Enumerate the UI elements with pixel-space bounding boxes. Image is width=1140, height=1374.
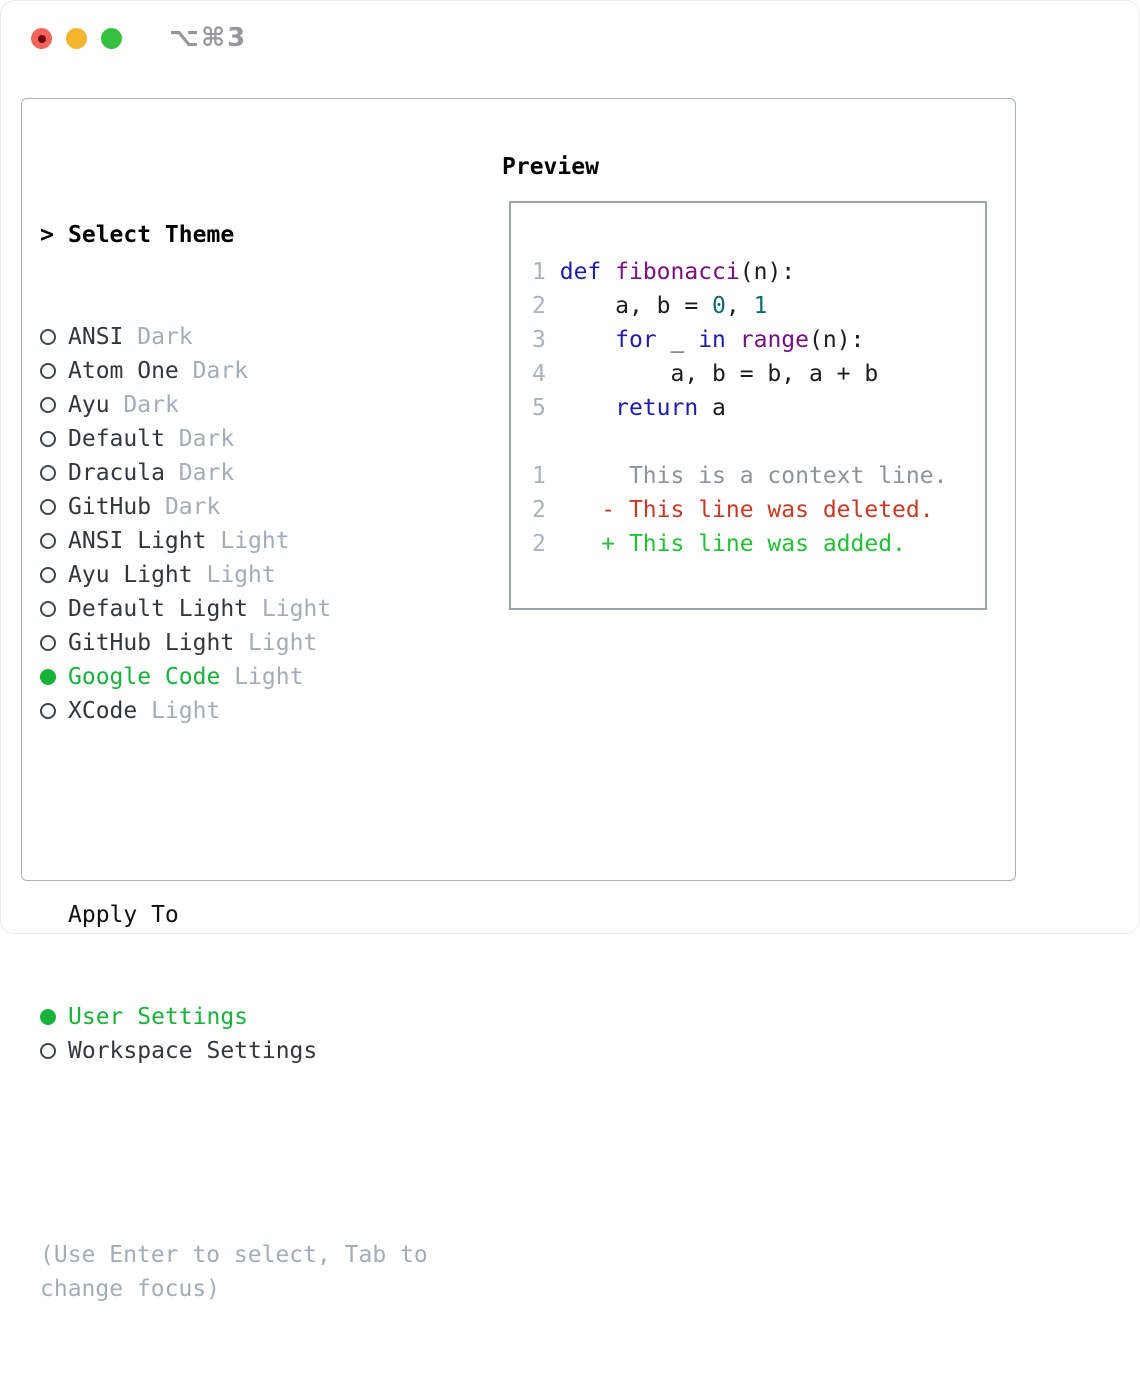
preview-pane: 1 def fibonacci(n): 2 a, b = 0, 1 3 for _ …: [509, 201, 987, 610]
theme-variant: Light: [220, 528, 290, 554]
apply-to-label: Apply To: [68, 902, 179, 928]
theme-variant: Dark: [137, 324, 193, 350]
radio-icon: [40, 1043, 56, 1059]
code-line: 1 This is a context line.: [532, 463, 948, 489]
radio-icon: [40, 635, 56, 651]
theme-variant: Light: [151, 698, 221, 724]
theme-variant: Dark: [178, 460, 235, 486]
preview-code: 1 def fibonacci(n): 2 a, b = 0, 1 3 for _ …: [532, 255, 947, 561]
line-number: 4: [532, 361, 546, 387]
line-number: 2: [532, 531, 546, 557]
code-line: 1 def fibonacci(n):: [532, 259, 796, 285]
prompt-chevron-icon: >: [40, 222, 54, 248]
radio-icon: [40, 431, 56, 447]
theme-option[interactable]: Default Dark: [40, 422, 428, 456]
line-number: 3: [532, 327, 546, 353]
code-line: [532, 425, 947, 459]
radio-selected-icon: [40, 1009, 56, 1025]
help-line: (Use Enter to select, Tab to: [40, 1242, 428, 1268]
radio-icon: [40, 533, 56, 549]
theme-name: Default Light: [68, 596, 249, 622]
code-line: 2 - This line was deleted.: [532, 497, 934, 523]
minimize-button[interactable]: [66, 28, 87, 49]
apply-to-header: Apply To: [40, 898, 428, 932]
traffic-lights: [31, 28, 122, 49]
theme-option[interactable]: GitHub Light Light: [40, 626, 428, 660]
theme-name: Ayu: [68, 392, 110, 418]
help-text: (Use Enter to select, Tab to change focus…: [40, 1238, 428, 1306]
theme-option[interactable]: Atom One Dark: [40, 354, 428, 388]
apply-to-option-label: Workspace Settings: [68, 1038, 318, 1064]
radio-icon: [40, 703, 56, 719]
line-number: 1: [532, 463, 546, 489]
radio-icon: [40, 567, 56, 583]
theme-variant: Light: [206, 562, 276, 588]
theme-name: GitHub: [68, 494, 152, 520]
theme-name: Default: [68, 426, 165, 452]
theme-variant: Dark: [164, 494, 221, 520]
code-line: 2 a, b = 0, 1: [532, 293, 768, 319]
code-line: 4 a, b = b, a + b: [532, 361, 879, 387]
line-number: 5: [532, 395, 546, 421]
theme-option[interactable]: XCode Light: [40, 694, 428, 728]
spacer-row: [40, 796, 428, 830]
preview-label: Preview: [502, 154, 599, 180]
theme-option[interactable]: ANSI Dark: [40, 320, 428, 354]
theme-name: Atom One: [68, 358, 179, 384]
apply-to-option[interactable]: Workspace Settings: [40, 1034, 428, 1068]
theme-option[interactable]: Default Light Light: [40, 592, 428, 626]
theme-variant: Light: [234, 664, 304, 690]
line-number: 2: [532, 293, 546, 319]
theme-option[interactable]: Ayu Dark: [40, 388, 428, 422]
theme-name: ANSI: [68, 324, 124, 350]
radio-selected-icon: [40, 669, 56, 685]
theme-name: XCode: [68, 698, 138, 724]
theme-name: Dracula: [68, 460, 165, 486]
theme-variant: Light: [248, 630, 318, 656]
radio-icon: [40, 363, 56, 379]
radio-icon: [40, 601, 56, 617]
theme-option[interactable]: Ayu Light Light: [40, 558, 428, 592]
theme-name: GitHub Light: [68, 630, 235, 656]
radio-icon: [40, 397, 56, 413]
line-number: 1: [532, 259, 546, 285]
close-button[interactable]: [31, 28, 52, 49]
theme-variant: Dark: [192, 358, 249, 384]
theme-option[interactable]: Google Code Light: [40, 660, 428, 694]
spacer-row: [40, 1136, 428, 1170]
code-line: 2 + This line was added.: [532, 531, 906, 557]
theme-name: ANSI Light: [68, 528, 207, 554]
radio-icon: [40, 465, 56, 481]
theme-variant: Light: [261, 596, 332, 622]
zoom-button[interactable]: [101, 28, 122, 49]
theme-variant: Dark: [178, 426, 235, 452]
theme-option[interactable]: GitHub Dark: [40, 490, 428, 524]
theme-option[interactable]: ANSI Light Light: [40, 524, 428, 558]
unsaved-dot-icon: [37, 34, 46, 43]
theme-name: Google Code: [68, 664, 221, 690]
select-theme-label: Select Theme: [68, 222, 235, 248]
theme-name: Ayu Light: [68, 562, 193, 588]
code-line: 3 for _ in range(n):: [532, 327, 865, 353]
code-line: 5 return a: [532, 395, 726, 421]
titlebar: ⌥⌘3: [1, 1, 1139, 77]
apply-to-option-label: User Settings: [68, 1004, 249, 1030]
window-title: ⌥⌘3: [169, 23, 248, 53]
radio-icon: [40, 499, 56, 515]
select-theme-header: > Select Theme: [40, 218, 428, 252]
theme-variant: Dark: [123, 392, 179, 418]
radio-icon: [40, 329, 56, 345]
help-line: change focus): [40, 1276, 221, 1302]
theme-option[interactable]: Dracula Dark: [40, 456, 428, 490]
line-number: 2: [532, 497, 546, 523]
apply-to-option[interactable]: User Settings: [40, 1000, 428, 1034]
